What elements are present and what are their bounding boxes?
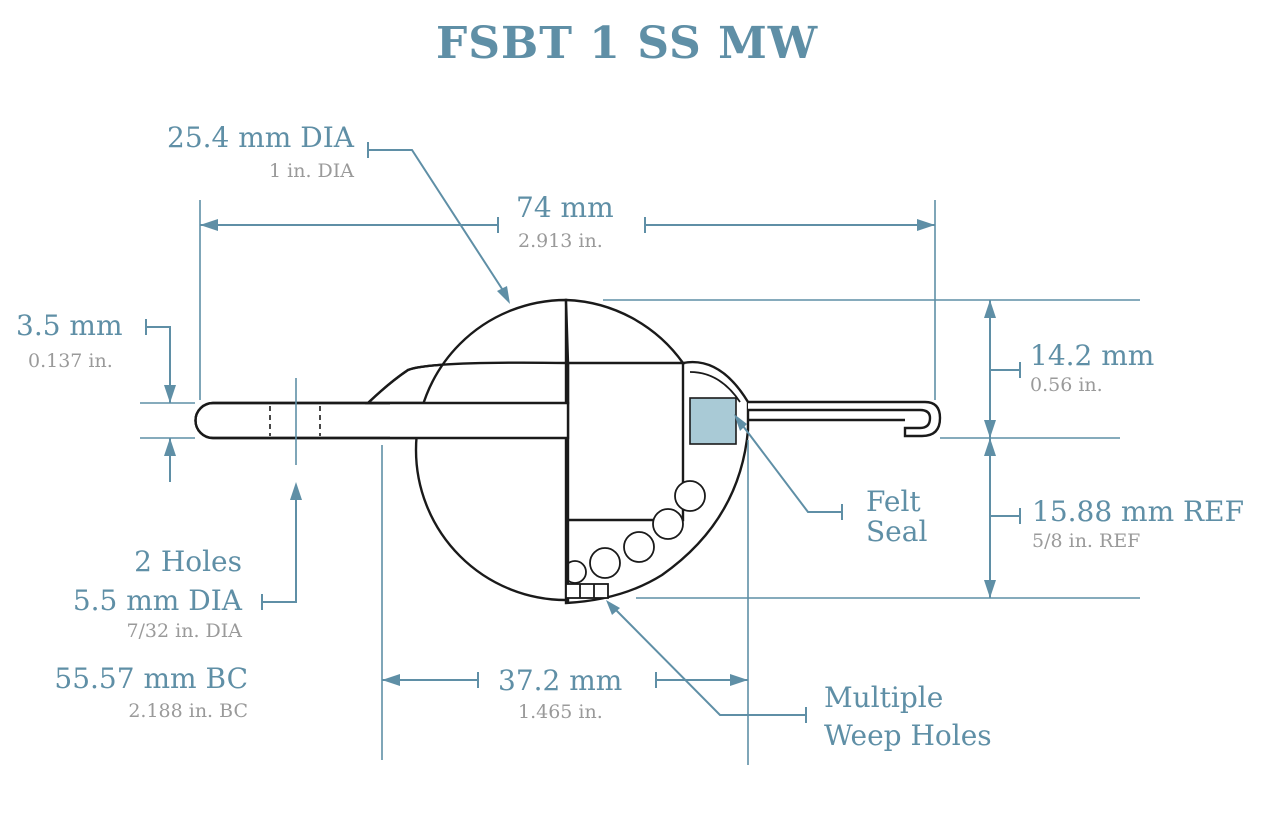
- bolt-circle-imperial: 2.188 in. BC: [128, 700, 248, 722]
- height-below-imperial: 5/8 in. REF: [1032, 530, 1141, 552]
- weep-holes-label-1: Multiple: [824, 681, 944, 714]
- dimension-lines: [140, 142, 1140, 765]
- ball: [414, 298, 568, 602]
- page-title: FSBT 1 SS MW: [436, 18, 819, 69]
- weep-holes: [565, 583, 609, 599]
- height-above-metric: 14.2 mm: [1030, 339, 1155, 372]
- felt-seal: [689, 397, 737, 445]
- bearing-balls: [563, 480, 706, 584]
- ball-dia-metric: 25.4 mm DIA: [167, 121, 354, 154]
- ball-dia-imperial: 1 in. DIA: [269, 160, 354, 182]
- felt-seal-label-2: Seal: [866, 515, 928, 548]
- height-above-imperial: 0.56 in.: [1030, 374, 1103, 396]
- felt-seal-label-1: Felt: [866, 485, 921, 518]
- ball-section: [564, 298, 686, 365]
- flange-thickness-metric: 3.5 mm: [16, 309, 123, 342]
- overall-length-imperial: 2.913 in.: [518, 230, 603, 252]
- height-below-metric: 15.88 mm REF: [1032, 495, 1245, 528]
- weep-holes-label-2: Weep Holes: [824, 719, 992, 752]
- body-width-imperial: 1.465 in.: [518, 701, 603, 723]
- holes-dia-metric: 5.5 mm DIA: [72, 584, 242, 617]
- bolt-circle-metric: 55.57 mm BC: [54, 662, 248, 695]
- holes-dia-imperial: 7/32 in. DIA: [126, 620, 242, 642]
- overall-length-metric: 74 mm: [516, 191, 614, 224]
- body-width-metric: 37.2 mm: [498, 664, 623, 697]
- holes-count: 2 Holes: [134, 545, 242, 578]
- flange-thickness-imperial: 0.137 in.: [28, 350, 113, 372]
- right-flange: [748, 400, 942, 438]
- ball-transfer-unit: [194, 298, 942, 605]
